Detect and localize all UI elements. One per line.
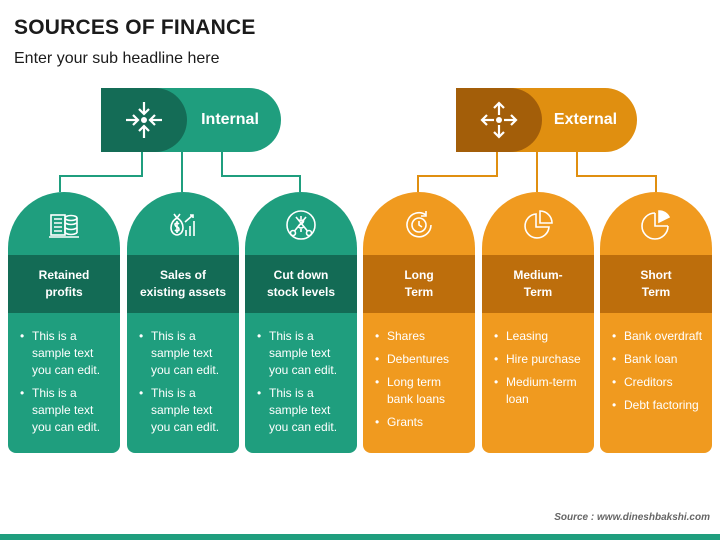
card-list: This is a sample text you can edit. This… (8, 328, 120, 442)
list-item: Long term bank loans (373, 374, 469, 408)
card-sales-of-assets: Sales of existing assets This is a sampl… (127, 192, 239, 453)
list-item: Debt factoring (610, 397, 706, 414)
card-short-term: Short Term Bank overdraft Bank loan Cred… (600, 192, 712, 453)
list-item: Grants (373, 414, 469, 431)
list-item: Bank overdraft (610, 328, 706, 345)
internal-label: Internal (201, 111, 259, 128)
cost-cut-icon (245, 208, 357, 242)
list-item: This is a sample text you can edit. (137, 328, 233, 379)
page-title: SOURCES OF FINANCE (14, 16, 256, 39)
external-label: External (553, 111, 618, 128)
list-item: Medium-term loan (492, 374, 588, 408)
card-retained-profits: Retained profits This is a sample text y… (8, 192, 120, 453)
card-long-term: Long Term Shares Debentures Long term ba… (363, 192, 475, 453)
page-subtitle: Enter your sub headline here (14, 50, 220, 67)
clock-cycle-icon (363, 208, 475, 242)
card-list: Leasing Hire purchase Medium-term loan (482, 328, 594, 414)
external-header: External (456, 88, 637, 152)
card-list: Bank overdraft Bank loan Creditors Debt … (600, 328, 712, 420)
card-list: This is a sample text you can edit. This… (245, 328, 357, 442)
card-medium-term: Medium- Term Leasing Hire purchase Mediu… (482, 192, 594, 453)
card-list: Shares Debentures Long term bank loans G… (363, 328, 475, 437)
list-item: This is a sample text you can edit. (255, 385, 351, 436)
internal-header: Internal (101, 88, 281, 152)
connector-internal-right (221, 152, 301, 192)
list-item: Bank loan (610, 351, 706, 368)
card-head: Long Term (363, 255, 475, 313)
expand-arrows-icon (456, 88, 542, 152)
list-item: Creditors (610, 374, 706, 391)
list-item: This is a sample text you can edit. (18, 385, 114, 436)
card-cut-stock-levels: Cut down stock levels This is a sample t… (245, 192, 357, 453)
list-item: This is a sample text you can edit. (137, 385, 233, 436)
source-credit: Source : www.dineshbakshi.com (554, 512, 710, 523)
list-item: This is a sample text you can edit. (18, 328, 114, 379)
card-head: Cut down stock levels (245, 255, 357, 313)
converge-arrows-icon (101, 88, 187, 152)
pie-slice-icon (600, 208, 712, 242)
card-head: Sales of existing assets (127, 255, 239, 313)
connector-internal-left (59, 152, 143, 192)
coins-ledger-icon (8, 208, 120, 242)
pie-quarter-icon (482, 208, 594, 242)
card-head: Short Term (600, 255, 712, 313)
connector-external-left (417, 152, 498, 192)
bottom-bar (0, 534, 720, 540)
list-item: Leasing (492, 328, 588, 345)
list-item: Shares (373, 328, 469, 345)
list-item: Debentures (373, 351, 469, 368)
list-item: Hire purchase (492, 351, 588, 368)
card-head: Retained profits (8, 255, 120, 313)
connector-external-right (576, 152, 657, 192)
money-bag-chart-icon (127, 208, 239, 242)
list-item: This is a sample text you can edit. (255, 328, 351, 379)
card-head: Medium- Term (482, 255, 594, 313)
card-list: This is a sample text you can edit. This… (127, 328, 239, 442)
